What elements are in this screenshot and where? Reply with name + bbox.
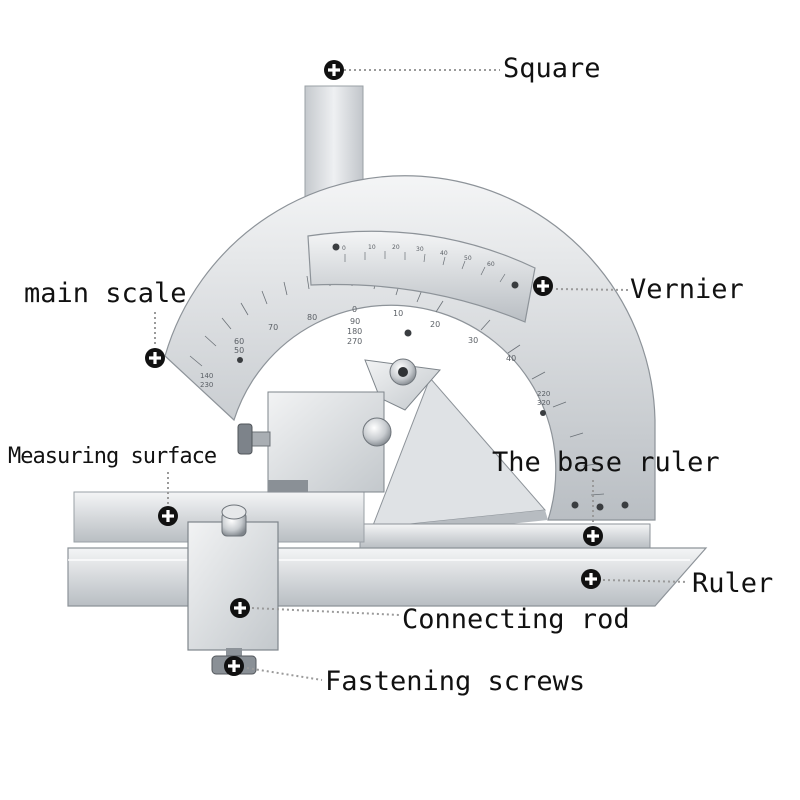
scale-num-90: 90 <box>350 317 360 326</box>
scale-num-30: 30 <box>468 336 478 345</box>
vernier-num-30: 30 <box>416 246 424 253</box>
scale-rivet-center <box>404 329 412 337</box>
marker-base-ruler-icon <box>583 526 603 546</box>
scale-num-140: 140 <box>200 372 213 380</box>
base-ruler-rivet-2 <box>596 503 604 511</box>
block-knob <box>362 417 392 447</box>
marker-main-scale-icon <box>145 348 165 368</box>
vernier-num-40: 40 <box>440 250 448 257</box>
label-square: Square <box>503 53 601 84</box>
label-main-scale: main scale <box>24 278 187 309</box>
vernier-num-0: 0 <box>342 245 346 252</box>
main-scale-arc <box>164 175 656 521</box>
marker-fastening-screws-icon <box>224 656 244 676</box>
scale-num-80: 80 <box>307 313 317 322</box>
fastening-screw-stem <box>226 648 242 658</box>
vernier-numbers: 0 10 20 30 40 50 60 <box>342 244 495 268</box>
base-ruler-rivet-1 <box>571 501 579 509</box>
label-fastening-screws: Fastening screws <box>325 666 586 697</box>
base-ruler-rivet-3 <box>621 501 629 509</box>
label-ruler: Ruler <box>692 568 774 599</box>
scale-num-0: 0 <box>352 305 357 314</box>
label-connecting-rod: Connecting rod <box>402 604 630 635</box>
marker-square-icon <box>324 60 344 80</box>
label-base-ruler: The base ruler <box>492 447 720 478</box>
leader-ruler <box>602 579 689 583</box>
vernier-num-20: 20 <box>392 244 400 251</box>
scale-num-40: 40 <box>506 354 516 363</box>
callout-markers <box>145 60 603 676</box>
scale-num-180: 180 <box>347 327 362 336</box>
vernier-num-50: 50 <box>464 255 472 262</box>
connecting-rod-block <box>187 521 279 651</box>
vernier-num-10: 10 <box>368 244 376 251</box>
scale-num-50: 50 <box>234 346 244 355</box>
scale-num-270: 270 <box>347 337 362 346</box>
scale-rivet-left <box>237 357 243 363</box>
label-vernier: Vernier <box>630 274 744 305</box>
vernier-rivet-left <box>332 243 340 251</box>
leader-vernier <box>555 288 629 291</box>
base-ruler <box>359 523 651 549</box>
marker-vernier-icon <box>533 276 553 296</box>
main-scale-numbers: 50 60 70 80 0 90 180 270 10 20 30 40 140… <box>200 305 550 407</box>
scale-num-70: 70 <box>268 323 278 332</box>
marker-connecting-rod-icon <box>230 598 250 618</box>
scale-num-320: 320 <box>537 399 550 407</box>
marker-measuring-surface-icon <box>158 506 178 526</box>
vernier-num-60: 60 <box>487 261 495 268</box>
sliding-block <box>267 391 385 493</box>
scale-num-10: 10 <box>393 309 403 318</box>
thumb-screw-knurl <box>237 423 253 455</box>
main-ruler <box>67 547 708 607</box>
thumb-screw-shaft <box>249 431 271 447</box>
vernier-rivet-right <box>511 281 519 289</box>
scale-num-20: 20 <box>430 320 440 329</box>
scale-num-220: 220 <box>537 390 550 398</box>
scale-num-60: 60 <box>234 337 244 346</box>
scale-rivet-right <box>540 410 546 416</box>
scale-num-230: 230 <box>200 381 213 389</box>
leader-fastening-screws <box>246 667 323 681</box>
leader-lines <box>154 69 689 681</box>
label-measuring-surface: Measuring surface <box>8 444 217 469</box>
vernier-ticks <box>344 251 506 283</box>
marker-ruler-icon <box>581 569 601 589</box>
